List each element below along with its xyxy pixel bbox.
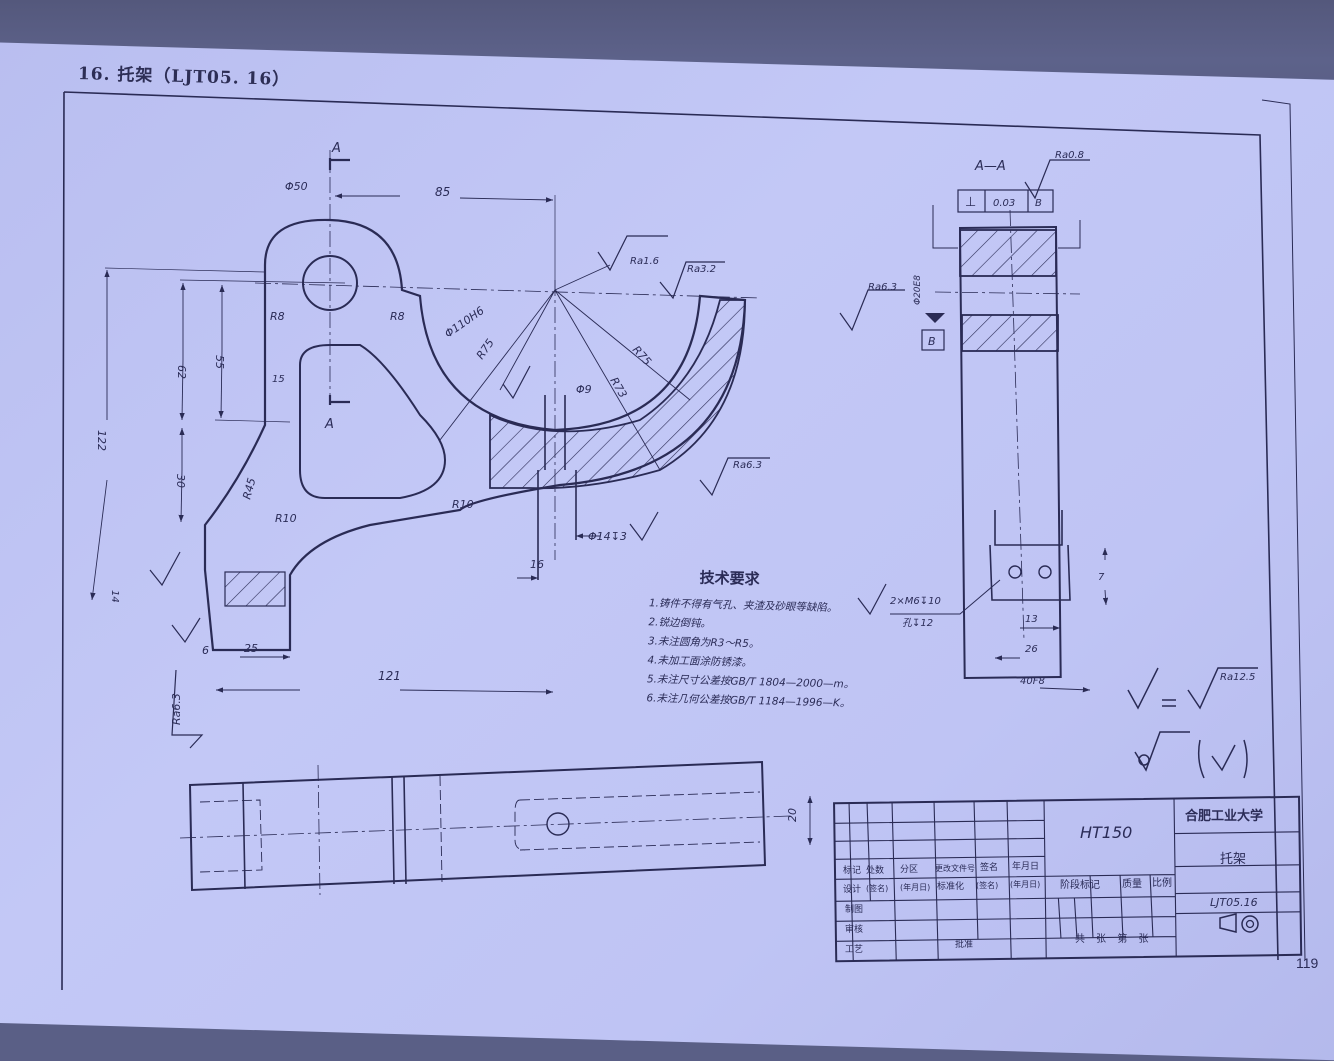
section-roughness-left: Ra6.3 [868,282,897,293]
dim-r75-b: R75 [630,343,654,368]
tb-mass: 质量 [1122,878,1142,890]
dim-30: 30 [174,474,187,488]
dim-r75-a: R75 [474,337,497,362]
school-name: 合肥工业大学 [1185,808,1263,824]
section-mark-bottom: A [324,417,334,432]
dim-r73: R73 [607,375,629,400]
dim-r8-left: R8 [270,310,285,323]
title-block-text: HT150 合肥工业大学 托架 LJT05.16 标记 处数 分区 更改文件号 … [843,808,1263,955]
page-number: 119 [1296,955,1319,971]
tb-stage: 阶段标记 [1060,878,1100,891]
tb-header-1: 处数 [866,864,884,876]
dim-26: 26 [1025,644,1038,655]
tech-title: 技术要求 [699,568,760,589]
tb-design-3: 标准化 [937,880,964,892]
tb-row-process: 工艺 [845,944,863,955]
dim-bore: Φ50 [285,180,308,193]
dim-62: 62 [175,365,188,379]
dim-arc-dia: Φ110H6 [442,304,486,340]
dim-85: 85 [435,185,450,199]
sheet-border [61,91,1306,991]
projection-symbol-icon [1219,913,1237,933]
tb-design-5: (年月日) [1010,879,1040,889]
dim-hole9: Φ9 [576,383,592,396]
dim-13: 13 [1025,614,1038,625]
dim-r8-right: R8 [390,310,405,323]
ra-1-6: Ra1.6 [630,256,659,267]
dim-6: 6 [202,644,209,657]
ra-6-3-left: Ra6.3 [170,693,183,725]
dim-121: 121 [378,669,401,683]
default-roughness: Ra12.5 [1220,672,1255,683]
section-a-a: A—A Ra0.8 ⊥ 0.03 B B Φ20E8 Ra6.3 2×M6↧10… [839,150,1109,693]
tb-scale: 比例 [1152,876,1172,889]
technical-requirements: 技术要求 1.铸件不得有气孔、夹渣及砂眼等缺陷。 2.锐边倒钝。 3.未注圆角为… [646,565,857,713]
main-view [90,150,761,695]
bore-dim: Φ20E8 [913,275,923,305]
tb-sheets: 共 张 第 张 [1075,932,1153,945]
tb-row-review: 审核 [845,923,863,935]
tb-design-1: (签名) [866,883,888,893]
top-view: 20 [179,760,813,896]
dim-r10-right: R10 [452,498,474,511]
tb-design-4: (签名) [976,880,998,890]
dim-r10-left: R10 [275,512,297,525]
thread-note-2: 孔↧12 [902,617,933,629]
tolerance-value: 0.03 [993,198,1015,209]
material: HT150 [1080,823,1132,842]
section-title: A—A [974,159,1006,174]
dim-7: 7 [1098,572,1105,583]
dim-122: 122 [95,430,108,451]
dim-55: 55 [213,355,226,369]
drawing-number: LJT05.16 [1210,896,1258,909]
tb-header-3: 更改文件号 [935,863,975,873]
datum-b: B [928,335,936,348]
dim-14: 14 [109,590,120,603]
tb-row-drawing: 制图 [845,903,863,915]
tb-approve: 批准 [955,938,973,950]
thread-note-1: 2×M6↧10 [890,596,941,607]
section-mark-top: A [331,141,341,156]
tb-design-0: 设计 [843,883,861,895]
tb-header-0: 标记 [843,864,861,876]
surface-note [1127,667,1258,779]
dim-20: 20 [786,808,799,822]
section-roughness: Ra0.8 [1055,150,1084,161]
ra-6-3-arc: Ra6.3 [733,460,762,471]
perpendicularity-symbol: ⊥ [965,195,976,210]
tb-header-5: 年月日 [1012,860,1039,872]
tb-header-4: 签名 [980,861,998,873]
dim-r45: R45 [240,477,258,501]
dim-16: 16 [530,558,544,571]
drawing-canvas: A A Φ50 85 Φ110H6 R75 R75 R73 R8 R8 R10 … [61,91,1306,991]
tb-header-2: 分区 [900,864,918,875]
part-name: 托架 [1220,852,1246,867]
roughness-symbols [149,235,770,749]
tolerance-datum: B [1035,198,1042,209]
title-block [833,795,1303,963]
dim-counterbore: Φ14↧3 [588,530,627,543]
tb-design-2: (年月日) [900,882,930,892]
dim-40f8: 40F8 [1020,676,1045,687]
ra-3-2: Ra3.2 [687,264,716,275]
dim-25: 25 [244,642,258,655]
dim-15: 15 [272,374,285,385]
